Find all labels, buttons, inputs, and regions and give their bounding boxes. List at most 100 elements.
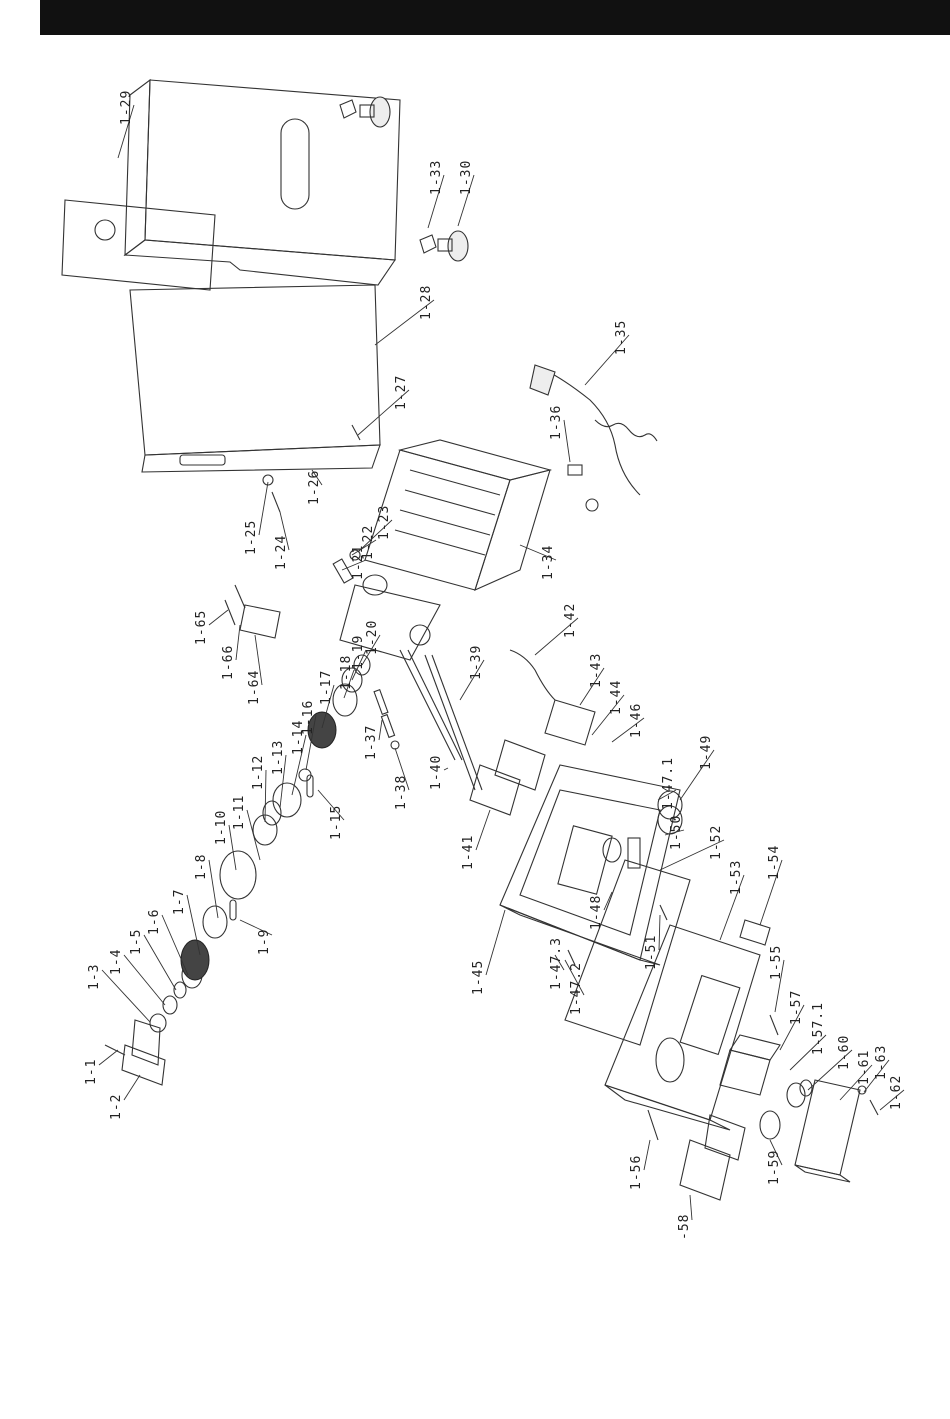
leader-line [443,767,449,771]
part-label: 1-18 [339,655,354,690]
gasket-part [564,859,691,1046]
part-label: 1-2 [109,1094,124,1120]
part-label: 1-30 [459,160,474,195]
part-label: 1-26 [307,470,322,505]
part-label: 1-38 [394,775,409,810]
leader-line [374,299,435,346]
part-label: -58 [677,1214,692,1240]
leader-line [807,1049,853,1091]
part-label: 1-25 [244,520,259,555]
leader-line [161,914,189,976]
part-label: 1-45 [471,960,486,995]
part-label: 1-59 [767,1150,782,1185]
part-label: 1-8 [194,854,209,880]
leader-line [659,839,725,871]
part-label: 1-52 [709,825,724,860]
cable-gland-part [759,1079,813,1140]
leader-line [258,481,269,536]
leader-line [123,1074,141,1101]
part-label: 1-28 [419,285,434,320]
leader-line [143,934,177,991]
part-label: 1-47.3 [549,937,564,990]
part-label: 1-1 [84,1059,99,1085]
leader-line [769,1139,783,1166]
leader-line [246,809,261,861]
leader-line [643,1139,651,1171]
part-label: 1-41 [461,835,476,870]
power-cable-part [529,364,658,512]
leader-line [394,747,410,791]
fasteners [262,424,361,584]
part-label: 1-15 [329,805,344,840]
leader-line [291,734,307,796]
part-label: 1-60 [837,1035,852,1070]
part-label: 1-50 [669,815,684,850]
base-housing-part [499,764,683,966]
part-label: 1-62 [889,1075,904,1110]
leader-line [584,334,630,386]
leader-line [311,469,323,486]
part-label: 1-24 [274,535,289,570]
leader-line [485,909,506,976]
part-label: 1-51 [644,935,659,970]
part-label: 1-57 [789,990,804,1025]
leader-line [603,891,613,911]
part-label: 1-65 [194,610,209,645]
part-label: 1-17 [319,670,334,705]
leader-line [98,1049,119,1066]
part-label: 1-54 [767,845,782,880]
leader-line [564,959,585,996]
part-label: 1-40 [429,755,444,790]
part-label: 1-10 [214,810,229,845]
part-label: 1-57.1 [811,1002,826,1055]
leader-line [679,749,715,801]
part-label: 1-53 [729,860,744,895]
leader-line [689,1194,693,1221]
leader-line [341,559,367,571]
part-label: 1-44 [609,680,624,715]
foot-part [339,96,469,262]
leader-line [611,717,645,743]
leader-line [863,1059,890,1093]
header-bar [40,0,950,35]
leader-line [264,769,267,823]
part-label: 1-33 [429,160,444,195]
part-label: 1-9 [257,929,272,955]
part-label: 1-16 [301,700,316,735]
leader-line [554,954,565,971]
leader-line [351,649,367,681]
part-label: 1-35 [614,320,629,355]
leader-line [208,859,219,919]
leader-line [117,104,135,159]
bracket-part [224,584,281,639]
part-label: 1-56 [629,1155,644,1190]
part-label: 1-11 [232,795,247,830]
leader-line [657,789,677,801]
leader-line [235,624,241,661]
part-label: 1-3 [87,964,102,990]
springs-pins [373,649,483,791]
leader-line [228,824,237,871]
leader-line [378,719,383,741]
part-label: 1-63 [874,1045,889,1080]
part-label: 1-12 [251,755,266,790]
pump-head-stack [104,654,371,1086]
part-label: 1-27 [394,375,409,410]
part-label: 1-42 [563,603,578,638]
leader-line [254,634,263,686]
leader-line [879,1089,905,1111]
leader-line [779,1004,805,1051]
leader-line [579,667,605,706]
leader-line [459,659,485,701]
part-label: 1-39 [469,645,484,680]
leader-line [357,519,393,553]
part-label: 1-6 [147,909,162,935]
leader-line [789,1034,827,1071]
leader-line [839,1064,873,1101]
leader-line [208,609,229,626]
leader-line [279,754,287,809]
part-label: 1-20 [365,620,380,655]
leader-line [357,389,410,436]
part-label: 1-14 [291,720,306,755]
